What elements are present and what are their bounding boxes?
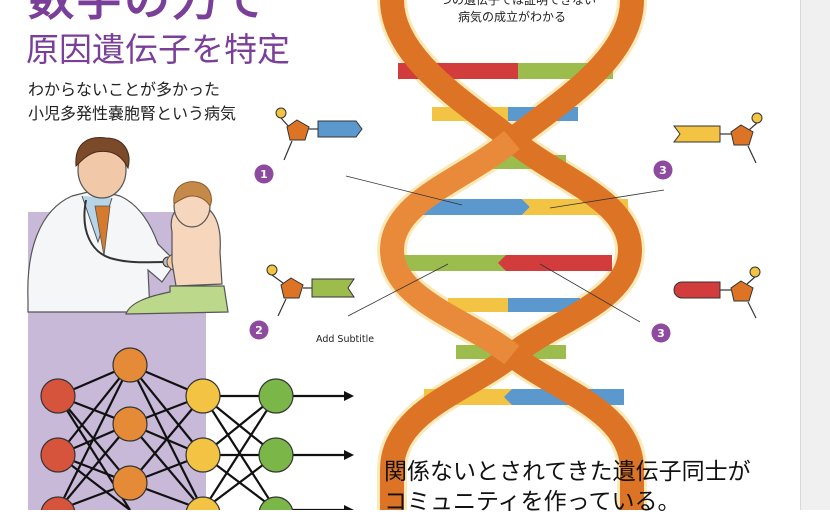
- top-note: 一つの遺伝子では証明できない 病気の成立がわかる: [392, 0, 632, 26]
- pointer-line: [347, 263, 449, 317]
- marker-3-top: 3: [653, 160, 673, 180]
- description-line: 小児多発性嚢胞腎という病気: [28, 104, 237, 123]
- add-subtitle-label: Add Subtitle: [316, 334, 375, 345]
- page-subtitle: 原因遺伝子を特定: [26, 30, 290, 69]
- right-edge-panel: [800, 0, 830, 510]
- doctor-coat: [27, 189, 177, 313]
- nucleotide-icon: [275, 107, 363, 161]
- doctor-hair: [75, 137, 130, 170]
- helix-front-strand: [379, 130, 520, 365]
- network-node: [185, 496, 221, 510]
- network-node: [112, 347, 148, 383]
- nucleotide-icon: [673, 266, 761, 319]
- marker-label: 1: [260, 168, 268, 181]
- description-line: わからないことが多かった: [28, 80, 221, 99]
- network-node: [185, 378, 221, 414]
- marker-2: 2: [249, 320, 269, 340]
- nucleotide-icon: [266, 264, 355, 317]
- bottom-caption: 関係ないとされてきた遺伝子同士が コミュニティを作っている。: [384, 457, 751, 517]
- network-node: [258, 496, 294, 510]
- pointer-lines: [345, 175, 665, 323]
- doctor-child-illustration: [27, 137, 229, 315]
- pointer-line: [549, 189, 665, 209]
- helix-front-strand: [380, 0, 643, 510]
- network-node: [40, 496, 76, 510]
- network-nodes: [40, 347, 294, 510]
- rung-segment: [448, 298, 508, 312]
- network-node: [258, 378, 294, 414]
- child-shorts: [125, 285, 229, 315]
- nucleotide-icon: [673, 112, 763, 164]
- stethoscope: [83, 199, 165, 264]
- disease-description: わからないことが多かった 小児多発性嚢胞腎という病気: [28, 78, 236, 126]
- marker-label: 2: [255, 324, 263, 337]
- marker-label: 3: [659, 164, 667, 177]
- top-note-line: 病気の成立がわかる: [457, 10, 566, 24]
- network-node: [185, 437, 221, 473]
- rung-segment: [410, 199, 530, 215]
- network-node: [112, 465, 148, 501]
- page-title: 数字の力で: [28, 0, 268, 24]
- rung-segment: [508, 298, 580, 312]
- pointer-line: [539, 263, 641, 323]
- pointer-line: [345, 175, 463, 206]
- marker-label: 3: [657, 327, 665, 340]
- dna-helix: [376, 0, 647, 510]
- output-arrowheads: [344, 391, 354, 510]
- rung-segment: [398, 255, 506, 271]
- caption-line: 関係ないとされてきた遺伝子同士が: [384, 459, 751, 485]
- top-note-line: 一つの遺伝子では証明できない: [427, 0, 596, 7]
- network-node: [258, 437, 294, 473]
- network-node: [40, 378, 76, 414]
- neural-network: [40, 347, 354, 510]
- marker-3-bottom: 3: [651, 323, 671, 343]
- caption-line: コミュニティを作っている。: [384, 489, 681, 515]
- network-node: [112, 406, 148, 442]
- doctor-tie: [94, 205, 111, 257]
- helix-front-strand: [504, 345, 644, 510]
- rung-segment: [498, 255, 612, 271]
- marker-1: 1: [254, 164, 274, 184]
- network-node: [40, 437, 76, 473]
- helix-front-strand: [504, 0, 644, 150]
- child-hair: [173, 181, 212, 208]
